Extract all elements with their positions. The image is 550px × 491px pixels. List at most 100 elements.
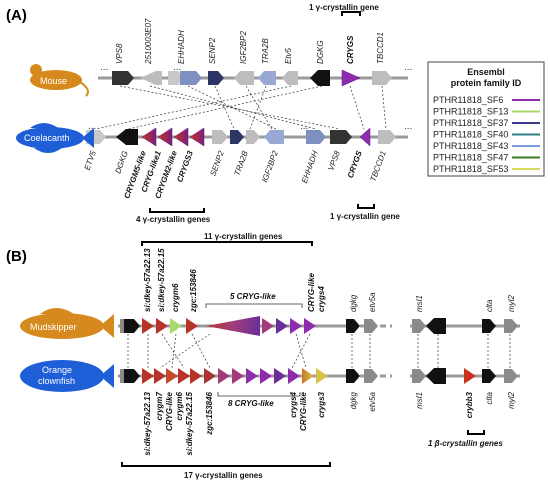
gene-arrow (426, 368, 446, 384)
gene-label: si:dkey-57a22.15 (157, 248, 166, 312)
coel-crygs-note: 1 γ-crystallin gene (330, 212, 400, 221)
gene-arrow (346, 369, 360, 383)
crystallin-gene-arrow (302, 368, 314, 384)
gene-label: dgkg (349, 391, 358, 409)
gene-arrow (482, 319, 496, 333)
coel-crygs-bracket (357, 204, 375, 209)
gene-arrow (306, 130, 326, 144)
gene-label: ETV5 (83, 149, 98, 171)
gene-label: TRA2B (233, 149, 251, 177)
gene-arrow (112, 71, 134, 85)
gene-arrow (310, 70, 330, 86)
gene-label: clta (485, 391, 494, 404)
crystallin-gene-arrow (218, 368, 230, 384)
gene-label: zgc:153846 (189, 269, 198, 313)
crystallin-gene-arrow (186, 318, 198, 334)
legend-item-label: PTHR11818_SF53 (433, 164, 508, 174)
crystallin-gene-arrow (246, 368, 258, 384)
ellipsis: ... (173, 62, 181, 73)
crystallin-gene-arrow (232, 368, 244, 384)
gene-label: dgkg (349, 294, 358, 312)
mud-5-note: 5 CRYG-like (230, 292, 276, 301)
gene-label: DGKG (113, 150, 130, 175)
crystallin-gene-arrow (260, 368, 272, 384)
crystallin-gene-arrow (316, 368, 328, 384)
gene-label: si:dkey-57a22.13 (143, 248, 152, 312)
gene-arrow (124, 369, 140, 383)
gene-label: EHHADH (177, 30, 186, 64)
gene-label: etv5a (368, 292, 377, 312)
legend-item-label: PTHR11818_SF13 (433, 107, 508, 117)
gene-arrow (230, 130, 244, 144)
crystallin-gene-arrow (290, 318, 302, 334)
gene-label: clta (485, 299, 494, 312)
synteny-connectors-b (127, 333, 511, 369)
legend-item-label: PTHR11818_SF40 (433, 130, 508, 140)
gene-arrow (180, 71, 202, 85)
ellipsis: ... (88, 121, 96, 132)
crystallin-gene-arrow (166, 368, 178, 384)
gene-arrow (364, 369, 378, 383)
gene-label: Etv5 (284, 47, 293, 64)
mouse-icon: Mouse (30, 64, 89, 97)
crystallin-gene-arrow (189, 127, 205, 147)
coelacanth-gene-arrows (86, 127, 396, 147)
crystallin-gene-arrow (262, 318, 274, 334)
gene-label: crybb3 (465, 391, 474, 418)
ellipsis: ... (100, 62, 108, 73)
beta-bracket (467, 430, 485, 435)
crystallin-gene-arrow (206, 316, 260, 336)
legend-item-label: PTHR11818_SF47 (433, 153, 508, 163)
legend-item-label: PTHR11818_SF43 (433, 141, 508, 151)
gene-arrow (504, 319, 518, 333)
mudskipper-icon: Mudskipper (20, 308, 114, 339)
clown-8-bracket (217, 392, 301, 397)
gene-label: IGF2BP2 (260, 149, 280, 184)
gene-arrow (234, 71, 254, 85)
legend: Ensembl protein family ID PTHR11818_SF6P… (427, 61, 545, 177)
mudskipper-label: Mudskipper (30, 322, 77, 332)
legend-title: protein family ID (451, 78, 522, 88)
gene-label: TBCCD1 (368, 150, 387, 183)
gene-arrow (140, 71, 162, 85)
gene-arrow (412, 369, 426, 383)
gene-arrow (264, 130, 284, 144)
mouse-label: Mouse (40, 76, 67, 86)
crystallin-gene-arrow (190, 368, 202, 384)
gene-label: zgc:153846 (205, 391, 214, 435)
gene-label: CRYG-like (299, 391, 308, 431)
gene-arrow (504, 369, 518, 383)
gene-arrow (372, 71, 392, 85)
legend-items: PTHR11818_SF6PTHR11818_SF13PTHR11818_SF3… (433, 95, 540, 174)
gene-arrow (426, 318, 446, 334)
panel-label-b: (B) (6, 248, 27, 265)
clownfish-gene-arrows (120, 368, 518, 384)
crystallin-gene-arrow (276, 318, 288, 334)
crybb3-gene-arrow (464, 368, 476, 384)
gene-label: CRYG-like (307, 272, 316, 312)
gene-arrow (346, 319, 360, 333)
coelacanth-icon: Coelacanth (16, 123, 94, 153)
clownfish-label: clownfish (38, 376, 75, 386)
coel-4genes-bracket (149, 208, 205, 213)
crystallin-gene-arrow (170, 318, 182, 334)
mud-11-note: 11 γ-crystallin genes (204, 232, 283, 241)
gene-arrow (208, 71, 224, 85)
gene-label: si:dkey-57a22.15 (185, 391, 194, 455)
gene-label: SENP2 (208, 37, 217, 64)
crystallin-gene-arrow (156, 318, 168, 334)
mudskipper-gene-arrows (120, 316, 518, 336)
ellipsis: ... (404, 62, 412, 73)
crystallin-gene-arrow (154, 368, 166, 384)
gene-arrow (378, 130, 396, 144)
gene-label: VPS8 (115, 43, 124, 64)
gene-label: crygm6 (175, 391, 184, 420)
crystallin-gene-arrow (142, 368, 154, 384)
gene-label: msl1 (415, 392, 424, 409)
coelacanth-gene-labels: ETV5 DGKG CRYGM5-like CRYG-like1 CRYGM2-… (83, 149, 388, 200)
gene-arrow (212, 130, 228, 144)
legend-item-label: PTHR11818_SF37 (433, 118, 508, 128)
gene-label: TRA2B (261, 38, 270, 64)
